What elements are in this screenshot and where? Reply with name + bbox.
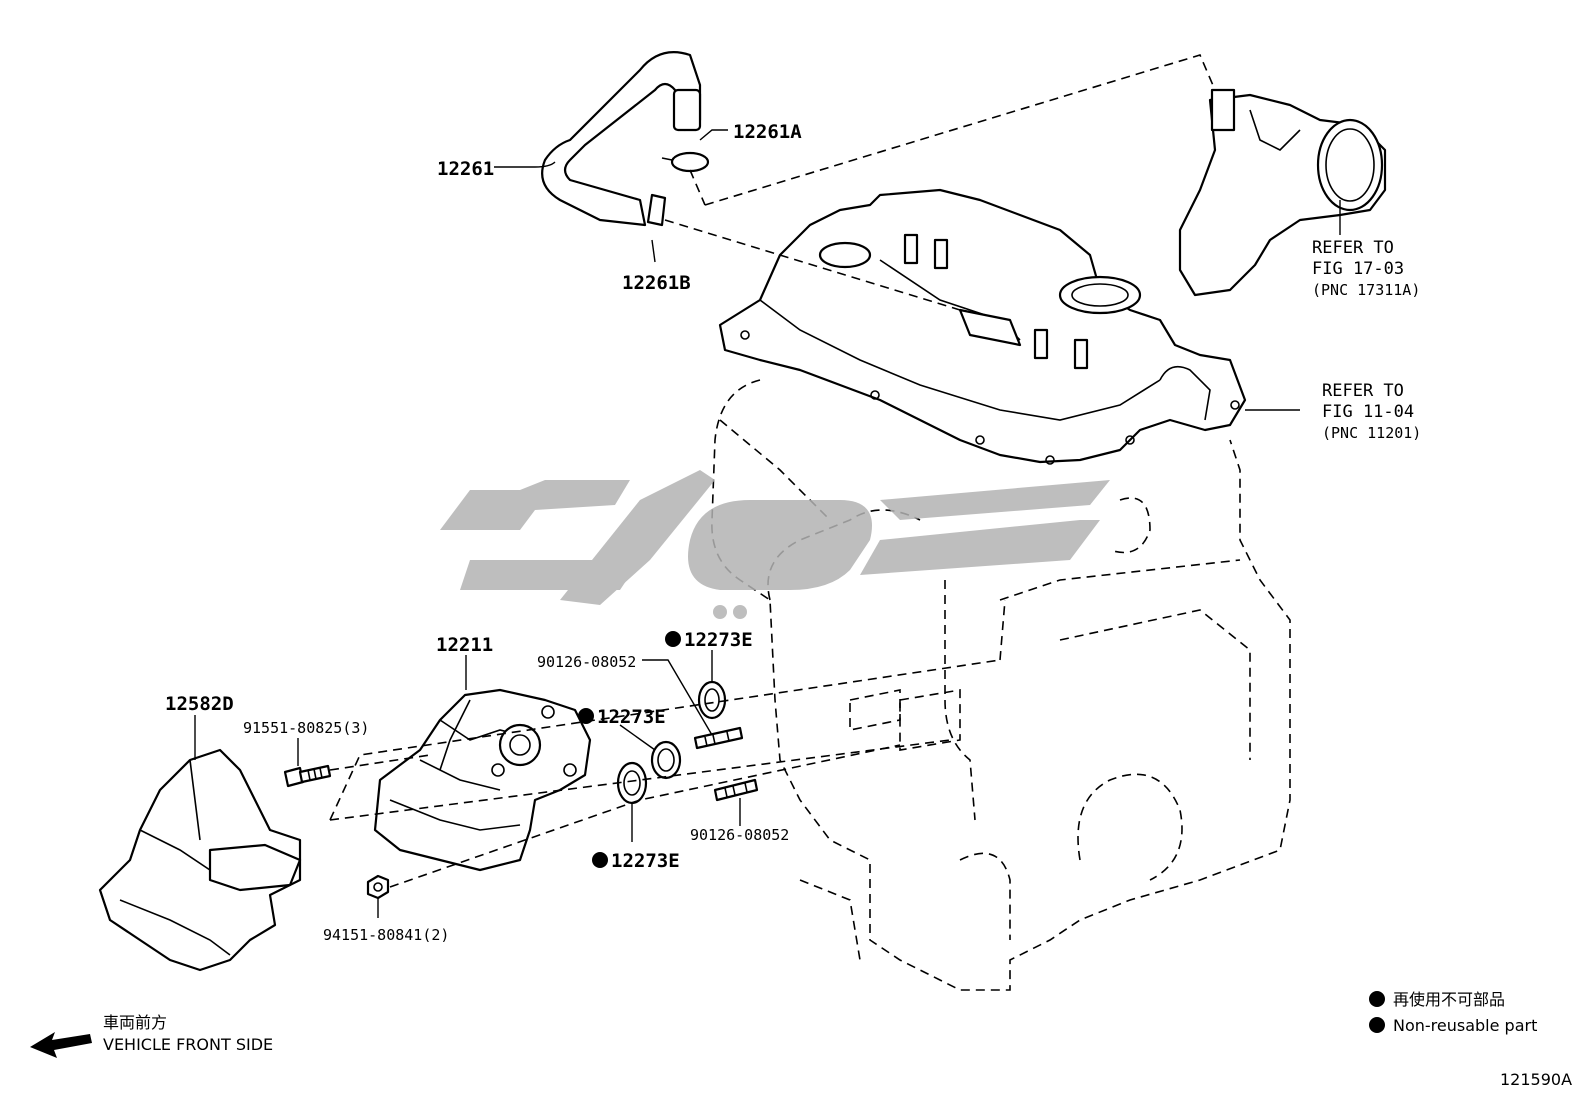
non-reusable-mark-bot	[592, 852, 608, 868]
leader-lines	[194, 129, 1341, 918]
ref-1-line3: (PNC 17311A)	[1312, 281, 1420, 299]
part-labels: 12261 12261A 12261B 12211 12582D 91551-8…	[165, 121, 802, 944]
label-gasket-top: 12273E	[684, 629, 753, 651]
ref-2-line1: REFER TO	[1322, 381, 1404, 401]
water-pump	[373, 688, 592, 872]
label-gasket-bot: 12273E	[611, 850, 680, 872]
non-reusable-mark-top	[665, 631, 681, 647]
figure-id: 121590A	[1500, 1070, 1572, 1089]
assembly-lines	[329, 54, 1216, 888]
clip-12261b	[646, 193, 667, 227]
non-reusable-mark-mid	[578, 708, 594, 724]
label-cover: 12582D	[165, 693, 234, 715]
stud-bot	[713, 778, 759, 802]
label-stud-top: 90126-08052	[537, 653, 636, 671]
direction-ja: 車両前方	[103, 1013, 167, 1032]
label-pump: 12211	[436, 634, 493, 656]
label-stud-bot: 90126-08052	[690, 826, 789, 844]
air-intake-connector	[1178, 88, 1387, 297]
gasket-top	[697, 680, 727, 720]
reference-note-2: REFER TO FIG 11-04 (PNC 11201)	[1322, 381, 1421, 442]
label-clip-a: 12261A	[733, 121, 802, 143]
gasket-mid	[650, 740, 682, 780]
timing-cover	[98, 748, 302, 972]
reference-note-1: REFER TO FIG 17-03 (PNC 17311A)	[1312, 238, 1420, 299]
legend-bullet-en	[1369, 1017, 1385, 1033]
cylinder-head-cover	[718, 188, 1247, 465]
nut	[366, 874, 390, 900]
front-arrow-icon	[30, 1032, 92, 1058]
legend-bullet-ja	[1369, 991, 1385, 1007]
engine-block	[711, 379, 1291, 991]
gasket-bot	[616, 761, 648, 805]
legend: 再使用不可部品 Non-reusable part	[1369, 990, 1537, 1035]
label-nut: 94151-80841(2)	[323, 926, 449, 944]
legend-en: Non-reusable part	[1393, 1016, 1537, 1035]
label-bolt: 91551-80825(3)	[243, 719, 369, 737]
label-clip-b: 12261B	[622, 272, 691, 294]
ref-1-line2: FIG 17-03	[1312, 259, 1404, 279]
clip-12261a	[661, 151, 710, 173]
label-gasket-mid: 12273E	[597, 706, 666, 728]
watermark-logo	[440, 470, 1110, 619]
stud-top	[693, 726, 744, 750]
label-hose: 12261	[437, 158, 494, 180]
bolt	[283, 764, 332, 788]
ventilation-hose	[541, 51, 702, 227]
ref-2-line2: FIG 11-04	[1322, 402, 1414, 422]
ref-1-line1: REFER TO	[1312, 238, 1394, 258]
legend-ja: 再使用不可部品	[1393, 990, 1505, 1009]
direction-en: VEHICLE FRONT SIDE	[103, 1035, 273, 1054]
vehicle-direction: 車両前方 VEHICLE FRONT SIDE	[30, 1013, 273, 1058]
ref-2-line3: (PNC 11201)	[1322, 424, 1421, 442]
